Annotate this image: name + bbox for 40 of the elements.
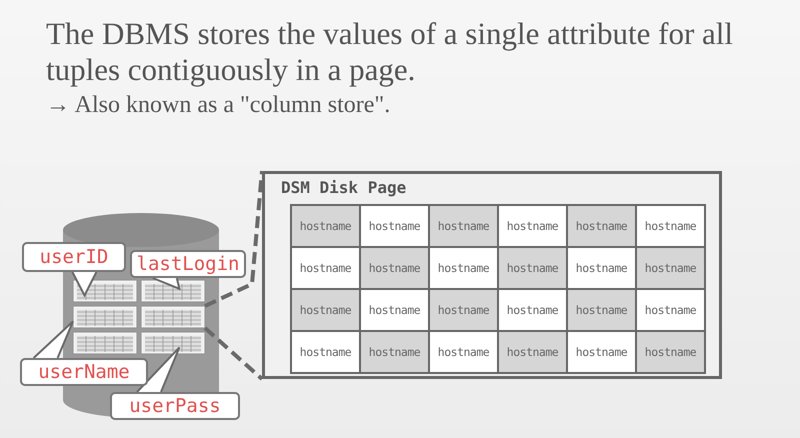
callout-bubble: userPass xyxy=(110,392,240,420)
table-cell: hostname xyxy=(499,248,566,288)
panel-title: DSM Disk Page xyxy=(281,178,406,197)
page-thumbnail xyxy=(73,306,137,328)
table-cell: hostname xyxy=(637,290,704,330)
table-cell: hostname xyxy=(568,290,635,330)
table-cell: hostname xyxy=(499,332,566,372)
callout-tail xyxy=(136,346,180,393)
page-thumbnail xyxy=(73,332,137,354)
table-cell: hostname xyxy=(499,290,566,330)
table-cell: hostname xyxy=(430,332,497,372)
zoom-line xyxy=(204,170,264,308)
table-cell: hostname xyxy=(637,332,704,372)
table-cell: hostname xyxy=(499,206,566,246)
bullet-text: → Also known as a "column store". xyxy=(46,92,390,119)
table-cell: hostname xyxy=(568,248,635,288)
table-cell: hostname xyxy=(430,248,497,288)
table-cell: hostname xyxy=(430,290,497,330)
table-cell: hostname xyxy=(292,248,359,288)
callout-tail xyxy=(71,271,98,298)
page-thumbnail xyxy=(141,332,205,354)
callout-tail xyxy=(32,320,74,359)
table-cell: hostname xyxy=(361,332,428,372)
table-cell: hostname xyxy=(637,206,704,246)
table-cell: hostname xyxy=(430,206,497,246)
table-cell: hostname xyxy=(361,206,428,246)
table-cell: hostname xyxy=(568,206,635,246)
table-cell: hostname xyxy=(361,290,428,330)
disk-page-panel xyxy=(262,171,722,379)
table-cell: hostname xyxy=(292,206,359,246)
table-cell: hostname xyxy=(361,248,428,288)
table-cell: hostname xyxy=(568,332,635,372)
page-thumbnail xyxy=(141,280,205,302)
zoom-line xyxy=(204,326,264,380)
table-cell: hostname xyxy=(292,332,359,372)
table-cell: hostname xyxy=(292,290,359,330)
callout-tail xyxy=(152,277,181,290)
slide-title: The DBMS stores the values of a single attribute for all tuples contiguously in a page. xyxy=(46,16,734,88)
page-thumbnail xyxy=(141,306,205,328)
table-cell: hostname xyxy=(637,248,704,288)
